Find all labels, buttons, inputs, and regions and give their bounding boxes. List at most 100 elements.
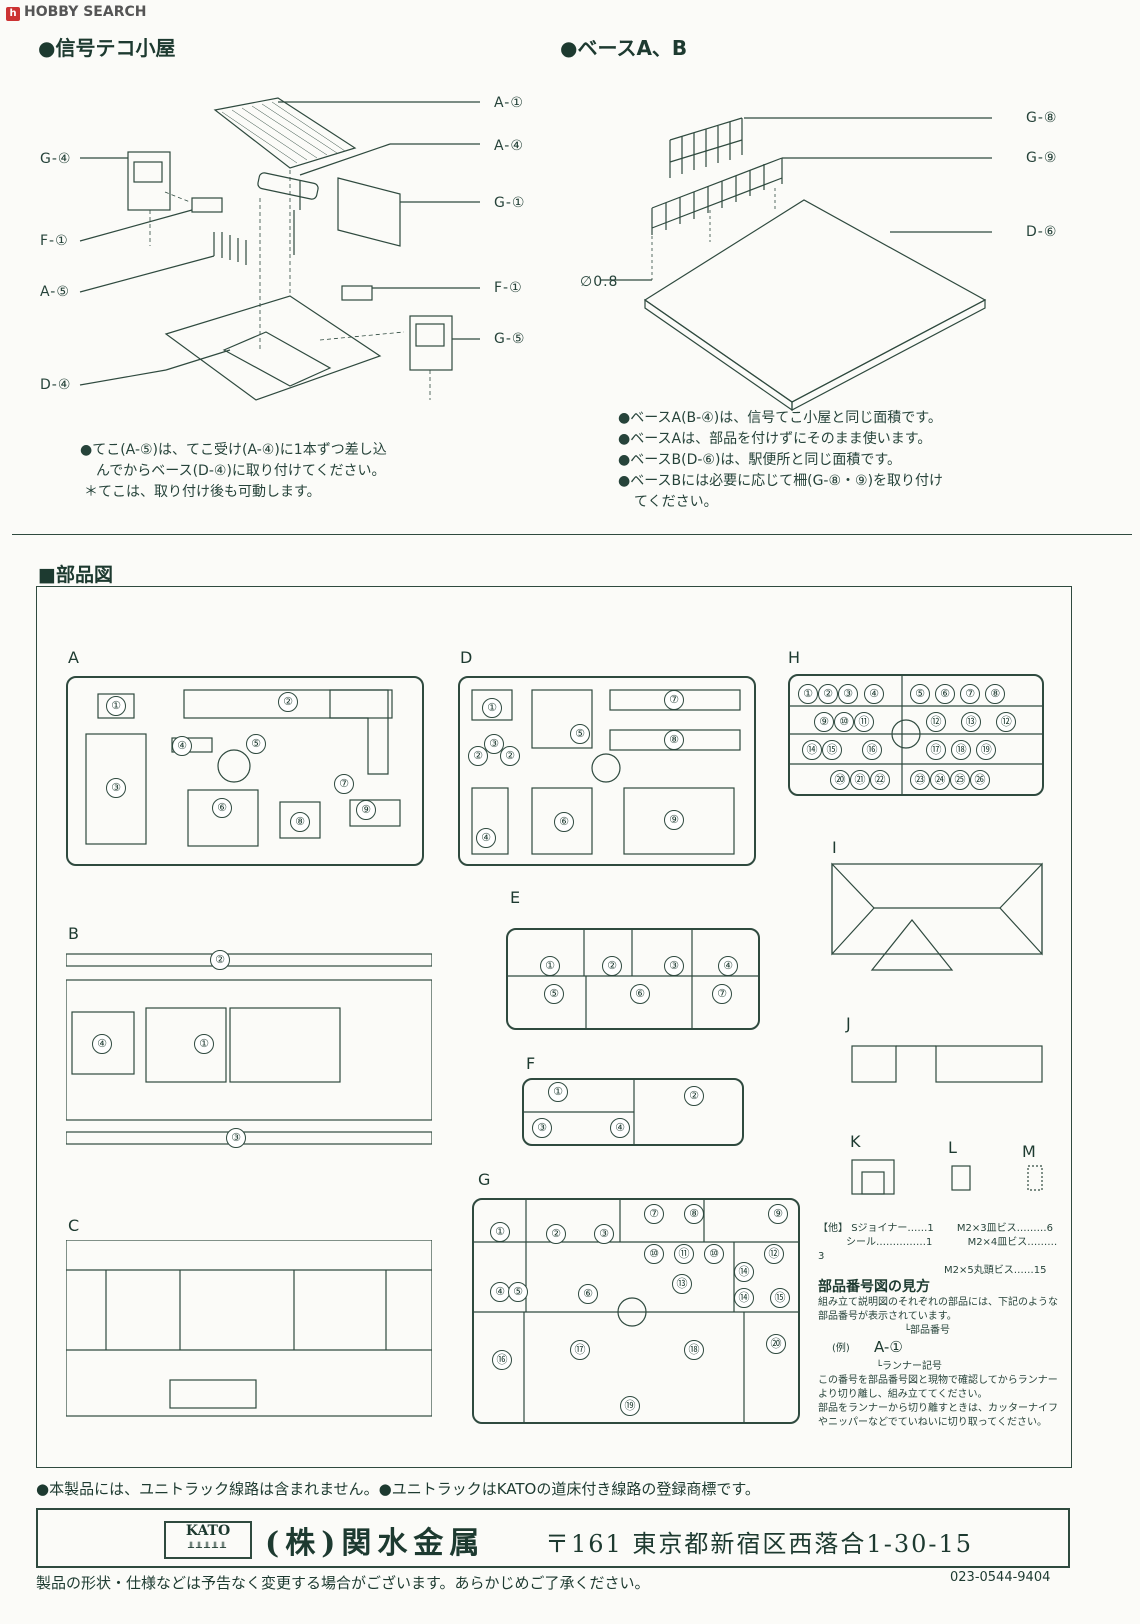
label-g9: G-⑨: [1026, 150, 1058, 166]
part-b4: ④: [92, 1034, 112, 1054]
company-name: (株)関水金属: [265, 1526, 486, 1561]
base-ab-heading: ●ベースA、B: [560, 36, 688, 60]
note-line: ＊てこは、取り付け後も可動します。: [84, 484, 321, 500]
runner-f-drawing: [524, 1080, 635, 1144]
parts-diagram-frame: [36, 586, 1072, 1468]
part-g18: ⑱: [684, 1340, 704, 1360]
part-a5: ⑤: [246, 734, 266, 754]
part-h9: ⑨: [814, 712, 834, 732]
note-line: てください。: [634, 494, 718, 510]
part-m: [1027, 1165, 1043, 1191]
part-g1: ①: [490, 1222, 510, 1242]
part-e7: ⑦: [712, 984, 732, 1004]
part-d1: ①: [482, 698, 502, 718]
label-a5: A-⑤: [40, 284, 70, 300]
part-a2: ②: [278, 692, 298, 712]
part-g15: ⑮: [770, 1288, 790, 1308]
part-h4: ④: [864, 684, 884, 704]
part-h15: ⑮: [822, 740, 842, 760]
note-line: ●ベースB(D-⑥)は、駅便所と同じ面積です。: [618, 452, 902, 468]
kato-logo: KATO ╨╨╨╨╨: [164, 1521, 252, 1559]
part-j: [851, 1045, 1043, 1083]
part-h20: ⑳: [830, 770, 850, 790]
panel-label-g: G: [478, 1170, 491, 1189]
part-h10: ⑩: [834, 712, 854, 732]
part-g6: ⑥: [578, 1284, 598, 1304]
part-h11: ⑪: [854, 712, 874, 732]
part-g2: ②: [546, 1224, 566, 1244]
part-h16: ⑯: [862, 740, 882, 760]
part-g3: ③: [594, 1224, 614, 1244]
howto-line: やニッパーなどでていねいに切り取ってください。: [818, 1417, 1047, 1428]
part-b1: ①: [194, 1034, 214, 1054]
part-e6: ⑥: [630, 984, 650, 1004]
howto-line: 部品をランナーから切り離すときは、カッターナイフ: [818, 1403, 1058, 1414]
part-h7: ⑦: [960, 684, 981, 704]
part-h25: ㉕: [950, 770, 970, 790]
runner-a-drawing: [85, 689, 401, 847]
panel-label-m: M: [1022, 1142, 1036, 1161]
other-item: シール……………1: [846, 1237, 933, 1248]
label-d4: D-④: [40, 377, 72, 393]
part-h22: ㉒: [870, 770, 890, 790]
howto-line: より切り離し、組み立ててください。: [818, 1389, 988, 1400]
note-line: ●ベースA(B-④)は、信号てこ小屋と同じ面積です。: [618, 410, 942, 426]
part-d8: ⑧: [664, 730, 684, 750]
howto-title: 部品番号図の見方: [818, 1279, 930, 1295]
panel-label-f: F: [526, 1054, 536, 1073]
part-a8: ⑧: [290, 812, 310, 832]
part-g14: ⑭: [734, 1262, 754, 1282]
panel-label-d: D: [460, 648, 473, 667]
part-e3: ③: [664, 956, 684, 976]
howto-line: 部品番号が表示されています。: [818, 1311, 957, 1322]
howto-example: (例) A-①: [818, 1338, 1064, 1360]
runner-panel-c: [66, 1240, 432, 1417]
part-g19: ⑲: [620, 1396, 640, 1416]
label-g8: G-⑧: [1026, 110, 1058, 126]
runner-panel-e: ① ② ③ ④ ⑤ ⑥ ⑦: [506, 928, 760, 1030]
part-h6: ⑥: [935, 684, 956, 704]
part-a1: ①: [106, 696, 126, 716]
panel-label-i: I: [832, 838, 837, 857]
base-ab-diagram: [600, 117, 992, 412]
part-g20: ⑳: [766, 1334, 786, 1354]
signal-hut-heading: ●信号テコ小屋: [38, 36, 176, 60]
part-h2: ②: [818, 684, 838, 704]
howto-line: └ランナー記号: [876, 1361, 943, 1372]
howto-section: 部品番号図の見方 組み立て説明図のそれぞれの部品には、下記のような 部品番号が表…: [818, 1276, 1064, 1430]
runner-panel-g: ① ② ③ ⑦ ⑧ ⑨ ⑩ ⑪ ⑩ ⑫ ④ ⑤ ⑥ ⑬ ⑭ ⑭ ⑮ ⑯ ⑰ ⑱ …: [472, 1198, 800, 1424]
other-item: M2×3皿ビス………6: [956, 1223, 1053, 1234]
section-divider: [12, 534, 1132, 535]
part-h3: ③: [838, 684, 858, 704]
part-h24: ㉔: [930, 770, 950, 790]
part-h14: ⑭: [802, 740, 822, 760]
runner-h-drawing: [790, 676, 1042, 794]
note-line: ●ベースAは、部品を付けずにそのまま使います。: [618, 431, 932, 447]
note-line: ●てこ(A-⑤)は、てこ受け(A-④)に1本ずつ差し込: [80, 442, 387, 458]
part-f2: ②: [684, 1086, 704, 1106]
part-g14b: ⑭: [734, 1288, 754, 1308]
part-h19: ⑲: [976, 740, 997, 760]
part-g10b: ⑩: [704, 1244, 724, 1264]
runner-panel-d: ① ② ③ ② ④ ⑤ ⑥ ⑦ ⑧ ⑨: [458, 676, 756, 866]
note-line: ●ベースBには必要に応じて柵(G-⑧・⑨)を取り付け: [618, 473, 944, 489]
part-d9: ⑨: [664, 810, 684, 830]
part-b2: ②: [210, 950, 230, 970]
watermark-icon: h: [6, 7, 20, 21]
company-box: KATO ╨╨╨╨╨ (株)関水金属 〒161 東京都新宿区西落合1-30-15: [36, 1508, 1070, 1568]
h-row-2b: ⑫ ⑬ ⑫: [926, 710, 1017, 732]
runner-e-drawing: [508, 930, 758, 1028]
part-e1: ①: [540, 956, 560, 976]
part-d2b: ②: [500, 746, 520, 766]
part-g7: ⑦: [644, 1204, 664, 1224]
kato-logo-text: KATO: [185, 1523, 231, 1539]
part-g5: ⑤: [508, 1282, 528, 1302]
part-g16: ⑯: [492, 1350, 512, 1370]
other-title: 【他】: [818, 1223, 848, 1234]
label-d6: D-⑥: [1026, 224, 1058, 240]
panel-label-k: K: [850, 1132, 861, 1151]
base-ab-notes: ●ベースA(B-④)は、信号てこ小屋と同じ面積です。 ●ベースAは、部品を付けず…: [618, 408, 943, 513]
